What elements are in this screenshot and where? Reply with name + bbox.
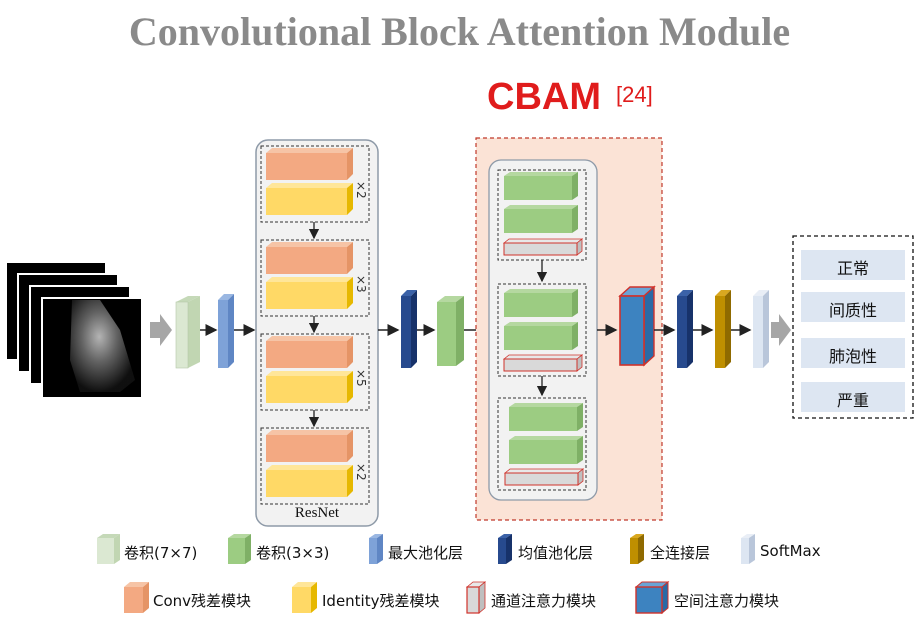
class-label: 严重	[836, 391, 869, 410]
legend-label: 通道注意力模块	[491, 592, 597, 610]
conv-residual-block	[266, 148, 353, 180]
conv3-block	[437, 296, 464, 366]
class-label: 肺泡性	[828, 347, 877, 366]
class-cell	[801, 250, 905, 280]
identity-residual-block	[266, 183, 353, 215]
class-cell	[801, 382, 905, 412]
identity-residual-block	[266, 371, 353, 403]
conv-residual-icon	[124, 582, 149, 613]
channel-attention-block	[502, 238, 584, 256]
conv7-icon	[97, 534, 120, 564]
channel-attention-block	[502, 354, 584, 372]
input-arrow-icon	[150, 314, 172, 346]
avgpool-icon	[498, 534, 512, 564]
conv3-block	[504, 289, 578, 317]
legend-label: Identity残差模块	[322, 592, 440, 610]
output-arrow-icon	[771, 314, 791, 346]
conv3-icon	[228, 534, 251, 564]
conv3-block	[504, 172, 578, 200]
stage-repeat-label: ×2	[354, 463, 368, 481]
conv3-block	[504, 205, 578, 233]
conv-residual-block	[266, 336, 353, 368]
spatial-attention-block	[618, 285, 656, 367]
legend-label: 最大池化层	[388, 544, 464, 562]
fc-icon	[630, 534, 644, 564]
conv3-block	[509, 436, 583, 464]
maxpool-icon	[369, 534, 383, 564]
maxpool-block	[218, 294, 234, 368]
diagram-title: Convolutional Block Attention Module	[128, 9, 791, 54]
class-cell	[801, 338, 905, 368]
class-label: 正常	[836, 259, 869, 278]
resnet-label: ResNet	[294, 505, 340, 521]
avgpool-block	[401, 290, 417, 368]
legend-label: 空间注意力模块	[674, 592, 780, 610]
softmax-icon	[741, 534, 755, 564]
avgpool-block	[677, 290, 693, 368]
spatial-attention-icon	[634, 580, 670, 615]
resnet-stage-2	[260, 239, 370, 317]
legend-label: SoftMax	[760, 542, 821, 560]
conv3-block	[504, 322, 578, 350]
fc-block	[715, 290, 731, 368]
legend-label: Conv残差模块	[153, 592, 252, 610]
conv3-block	[509, 403, 583, 431]
cbam-reference: [24]	[616, 82, 653, 107]
input-image-stack	[5, 261, 143, 399]
class-cell	[801, 292, 905, 322]
legend-label: 全连接层	[650, 544, 711, 562]
legend-label: 均值池化层	[518, 544, 594, 562]
conv-residual-block	[266, 242, 353, 274]
identity-residual-block	[266, 277, 353, 309]
conv7-block	[175, 296, 200, 369]
conv-residual-block	[266, 430, 353, 462]
cbam-title: CBAM	[487, 76, 601, 118]
softmax-block	[753, 290, 769, 368]
identity-residual-block	[266, 465, 353, 497]
resnet-stage-1	[260, 145, 370, 223]
stage-repeat-label: ×2	[354, 181, 368, 199]
channel-attention-icon	[465, 581, 487, 614]
channel-attention-block	[503, 468, 585, 486]
legend-label: 卷积(3×3)	[256, 544, 330, 562]
resnet-stage-4	[260, 427, 370, 505]
class-label: 间质性	[828, 301, 877, 320]
identity-residual-icon	[292, 582, 317, 613]
legend-label: 卷积(7×7)	[124, 544, 198, 562]
stage-repeat-label: ×3	[354, 275, 368, 293]
resnet-stage-3	[260, 333, 370, 411]
stage-repeat-label: ×5	[354, 369, 368, 387]
